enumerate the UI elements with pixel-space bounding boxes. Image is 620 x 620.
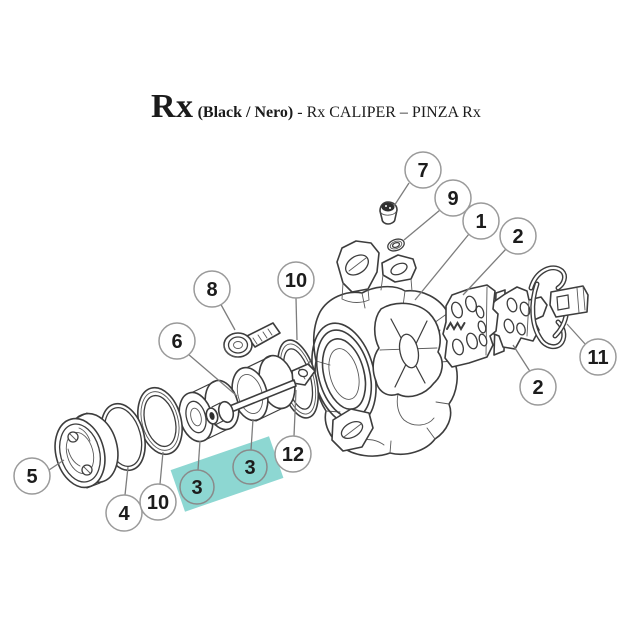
callout-6[interactable]: 6 xyxy=(158,322,196,360)
callout-12[interactable]: 12 xyxy=(274,435,312,473)
part-highlight xyxy=(170,436,284,512)
svg-text:2: 2 xyxy=(512,226,523,248)
svg-text:3: 3 xyxy=(244,457,255,479)
callout-3-right[interactable]: 3 xyxy=(232,449,268,485)
title-description: - Rx CALIPER – PINZA Rx xyxy=(297,104,481,121)
svg-text:7: 7 xyxy=(417,160,428,182)
callout-9[interactable]: 9 xyxy=(434,179,472,217)
svg-text:8: 8 xyxy=(206,279,217,301)
svg-text:10: 10 xyxy=(285,270,307,292)
callout-10-bottom[interactable]: 10 xyxy=(139,483,177,521)
part-retainer-cup xyxy=(54,412,119,489)
callout-8[interactable]: 8 xyxy=(193,270,231,308)
callout-10-top[interactable]: 10 xyxy=(277,261,315,299)
svg-text:3: 3 xyxy=(191,477,202,499)
svg-text:10: 10 xyxy=(147,492,169,514)
svg-text:2: 2 xyxy=(532,377,543,399)
pad-spring-glyph xyxy=(446,321,466,331)
part-caliper-body xyxy=(311,240,459,457)
part-seal-ring-bottom xyxy=(137,386,183,456)
callout-2-bottom[interactable]: 2 xyxy=(519,368,557,406)
callout-1[interactable]: 1 xyxy=(462,202,500,240)
svg-text:9: 9 xyxy=(447,188,458,210)
svg-text:12: 12 xyxy=(282,444,304,466)
callout-11[interactable]: 11 xyxy=(579,338,617,376)
callout-5[interactable]: 5 xyxy=(13,457,51,495)
callout-7[interactable]: 7 xyxy=(404,151,442,189)
part-washer xyxy=(387,238,405,252)
title-model: Rx xyxy=(151,88,194,125)
svg-text:5: 5 xyxy=(26,466,37,488)
svg-text:6: 6 xyxy=(171,331,182,353)
svg-text:4: 4 xyxy=(118,503,130,525)
part-piston-rod xyxy=(205,379,297,426)
title-variant: (Black / Nero) xyxy=(197,104,294,121)
part-pad-spring xyxy=(528,265,589,350)
svg-text:1: 1 xyxy=(475,211,486,233)
leader-lines xyxy=(48,182,587,496)
callout-4[interactable]: 4 xyxy=(105,494,143,532)
callout-2-top[interactable]: 2 xyxy=(499,217,537,255)
part-bleed-screw xyxy=(379,201,398,225)
part-bolt xyxy=(223,322,281,358)
svg-text:11: 11 xyxy=(587,347,608,369)
page-title: Rx (Black / Nero) - Rx CALIPER – PINZA R… xyxy=(151,88,481,126)
part-brake-pads xyxy=(442,284,548,368)
callout-3-left[interactable]: 3 xyxy=(179,469,215,505)
